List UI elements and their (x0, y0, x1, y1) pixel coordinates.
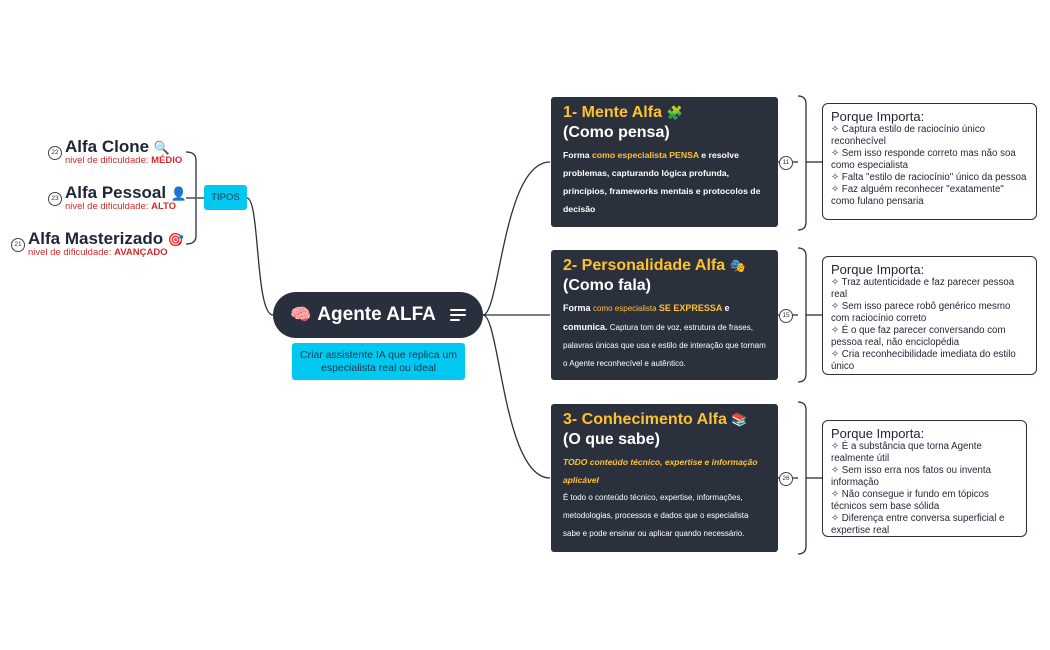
card-body-highlight: como especialista PENSA (591, 150, 699, 160)
card-conhecimento-alfa[interactable]: 3- Conhecimento Alfa 📚 (O que sabe) TODO… (551, 404, 778, 552)
why-item: ✧ É a substância que torna Agente realme… (831, 441, 982, 464)
why-box: Porque Importa: ✧ É a substância que tor… (822, 420, 1027, 537)
root-note: Criar assistente IA que replica um espec… (292, 343, 465, 380)
card-subtitle: (O que sabe) (563, 431, 660, 448)
card-italic-highlight: TODO conteúdo técnico, expertise e infor… (563, 457, 758, 485)
card-body-highlight-strong: SE EXPRESSA (658, 303, 723, 313)
card-count-badge[interactable]: 11 (779, 156, 793, 170)
why-item: ✧ Não consegue ir fundo em tópicos técni… (831, 489, 989, 512)
card-personalidade-alfa[interactable]: 2- Personalidade Alfa 🎭 (Como fala) Form… (551, 250, 778, 380)
level-prefix: nivel de dificuldade: (65, 201, 152, 212)
why-item: ✧ Cria reconhecibilidade imediata do est… (831, 349, 1016, 372)
why-item: ✧ Sem isso responde correto mas não soa … (831, 148, 1016, 171)
card-body-text: É todo o conteúdo técnico, expertise, in… (563, 493, 749, 538)
card-count-badge[interactable]: 15 (779, 309, 793, 323)
why-item: ✧ Sem isso erra nos fatos ou inventa inf… (831, 465, 991, 488)
card-body-text: e resolve problemas, capturando lógica p… (563, 150, 761, 214)
level-prefix: nivel de dificuldade: (28, 247, 115, 258)
card-count-badge[interactable]: 26 (779, 472, 793, 486)
level-prefix: nivel de dificuldade: (65, 155, 152, 166)
card-body-mid: e comunica. (563, 303, 730, 332)
level-value: ALTO (151, 201, 177, 212)
target-icon: 🎯 (167, 232, 185, 247)
type-title: Alfa Masterizado (28, 229, 164, 248)
level-value: MÉDIO (151, 155, 183, 166)
root-title: Agente ALFA (317, 304, 436, 325)
type-count-badge[interactable]: 22 (48, 146, 62, 160)
why-title: Porque Importa: (831, 426, 925, 441)
type-count-badge[interactable]: 23 (48, 192, 62, 206)
why-item: ✧ Captura estilo de raciocínio único rec… (831, 124, 986, 147)
type-item-alfa-masterizado[interactable]: Alfa Masterizado 🎯 nivel de dificuldade:… (28, 229, 184, 258)
type-count-badge[interactable]: 21 (11, 238, 25, 252)
card-subtitle: (Como pensa) (563, 124, 670, 141)
magnifier-icon: 🔍 (153, 140, 170, 155)
puzzle-icon: 🧩 (666, 105, 683, 120)
card-title: 2- Personalidade Alfa (563, 257, 726, 274)
type-item-alfa-clone[interactable]: Alfa Clone 🔍 nivel de dificuldade: MÉDIO (65, 137, 182, 166)
level-value: AVANÇADO (114, 247, 168, 258)
why-item: ✧ Sem isso parece robô genérico mesmo co… (831, 301, 1011, 324)
why-item: ✧ É o que faz parecer conversando com pe… (831, 325, 1006, 348)
type-title: Alfa Clone (65, 137, 150, 156)
person-icon: 👤 (170, 186, 188, 201)
root-node[interactable]: 🧠 Agente ALFA (273, 292, 483, 338)
why-title: Porque Importa: (831, 262, 925, 277)
card-subtitle: (Como fala) (563, 277, 651, 294)
why-item: ✧ Diferença entre conversa superficial e… (831, 513, 1005, 536)
card-body-pre: Forma (563, 150, 592, 160)
why-box: Porque Importa: ✧ Captura estilo de raci… (822, 103, 1037, 220)
type-item-alfa-pessoal[interactable]: Alfa Pessoal 👤 nivel de dificuldade: ALT… (65, 183, 187, 212)
card-title: 1- Mente Alfa (563, 104, 662, 121)
card-title: 3- Conhecimento Alfa (563, 411, 727, 428)
why-title: Porque Importa: (831, 109, 925, 124)
why-item: ✧ Traz autenticidade e faz parecer pesso… (831, 277, 1015, 300)
card-mente-alfa[interactable]: 1- Mente Alfa 🧩 (Como pensa) Forma como … (551, 97, 778, 227)
type-title: Alfa Pessoal (65, 183, 167, 202)
books-icon: 📚 (731, 412, 748, 427)
types-node[interactable]: TIPOS (204, 185, 247, 210)
brain-icon: 🧠 (290, 305, 312, 324)
why-box: Porque Importa: ✧ Traz autenticidade e f… (822, 256, 1037, 375)
card-body-highlight: como especialista (593, 304, 659, 313)
card-body-pre: Forma (563, 303, 594, 313)
card-body-text: Captura tom de voz, estrutura de frases,… (563, 323, 766, 368)
masks-icon: 🎭 (729, 258, 746, 273)
menu-icon[interactable] (449, 306, 466, 324)
why-item: ✧ Falta "estilo de raciocínio" único da … (831, 172, 1027, 183)
why-item: ✧ Faz alguém reconhecer "exatamente" com… (831, 184, 1004, 207)
